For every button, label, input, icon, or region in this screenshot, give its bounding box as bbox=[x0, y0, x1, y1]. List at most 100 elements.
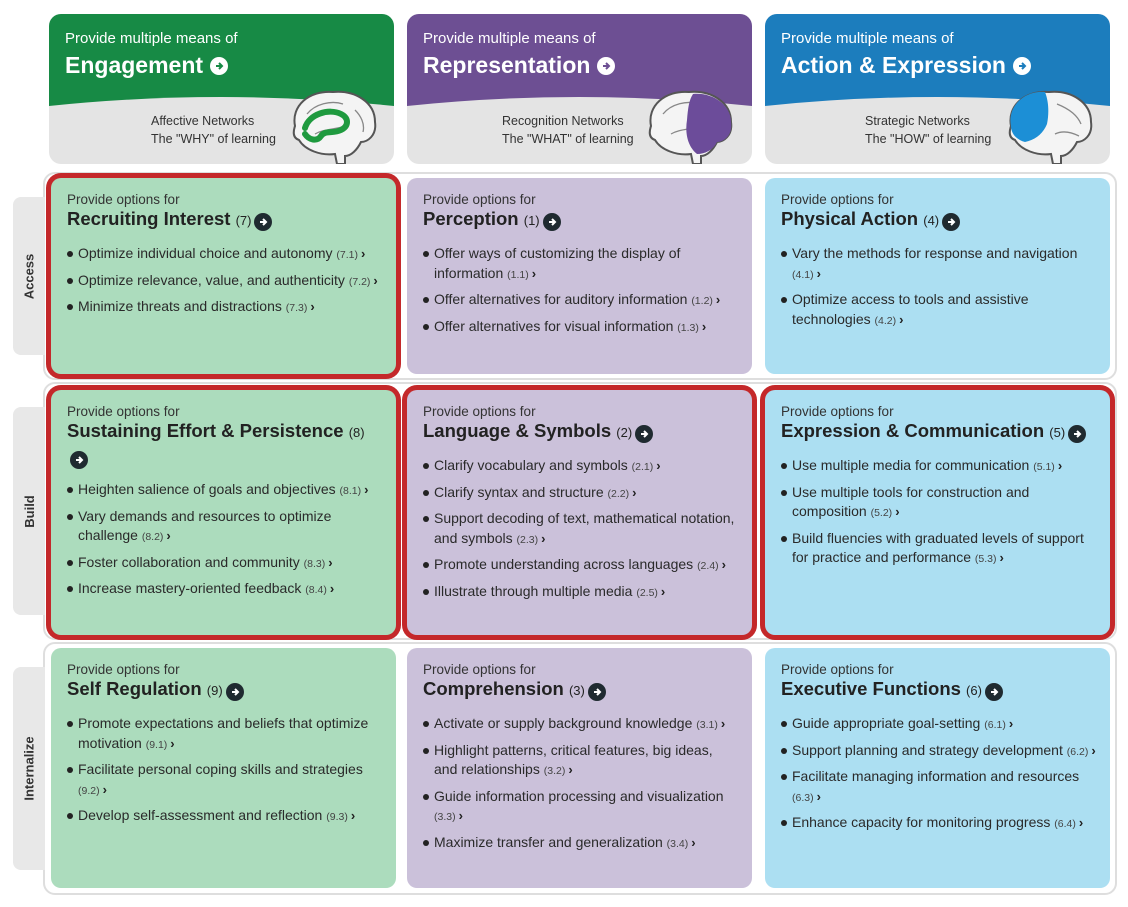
checkpoint-item[interactable]: Support planning and strategy developmen… bbox=[781, 741, 1096, 763]
checkpoint-ref: (2.3) bbox=[516, 534, 538, 546]
guideline-title-link[interactable]: Recruiting Interest (7) bbox=[67, 208, 272, 229]
checkpoint-text: Activate or supply background knowledge bbox=[434, 715, 692, 731]
checkpoint-ref: (6.2) bbox=[1067, 746, 1089, 758]
checkpoint-ref: (6.1) bbox=[984, 719, 1006, 731]
checkpoint-item[interactable]: Guide information processing and visuali… bbox=[423, 787, 738, 828]
checkpoint-item[interactable]: Foster collaboration and community (8.3)… bbox=[67, 553, 382, 575]
checkpoint-text: Maximize transfer and generalization bbox=[434, 834, 663, 850]
principle-link-engagement[interactable]: Engagement bbox=[65, 52, 228, 79]
checkpoint-text: Offer ways of customizing the display of… bbox=[434, 245, 680, 281]
checkpoint-ref: (2.5) bbox=[636, 587, 658, 599]
card-intro: Provide options for bbox=[67, 404, 382, 419]
checkpoint-item[interactable]: Clarify vocabulary and symbols (2.1)› bbox=[423, 456, 738, 478]
guideline-title-link[interactable]: Comprehension (3) bbox=[423, 678, 606, 699]
brain-frontal-icon bbox=[1001, 84, 1097, 164]
principle-title: Representation bbox=[423, 52, 590, 79]
checkpoint-item[interactable]: Vary the methods for response and naviga… bbox=[781, 244, 1096, 285]
checkpoint-item[interactable]: Build fluencies with graduated levels of… bbox=[781, 529, 1096, 570]
checkpoint-item[interactable]: Develop self-assessment and reflection (… bbox=[67, 806, 382, 828]
checkpoint-item[interactable]: Optimize relevance, value, and authentic… bbox=[67, 271, 382, 293]
principle-link-representation[interactable]: Representation bbox=[423, 52, 615, 79]
chevron-right-icon: › bbox=[716, 290, 720, 310]
checkpoint-item[interactable]: Offer alternatives for visual informatio… bbox=[423, 317, 738, 339]
checkpoint-text: Vary the methods for response and naviga… bbox=[792, 245, 1077, 261]
checkpoint-item[interactable]: Illustrate through multiple media (2.5)› bbox=[423, 582, 738, 604]
guideline-title-link[interactable]: Physical Action (4) bbox=[781, 208, 960, 229]
checkpoint-item[interactable]: Minimize threats and distractions (7.3)› bbox=[67, 297, 382, 319]
chevron-right-icon: › bbox=[541, 529, 545, 549]
checkpoint-item[interactable]: Highlight patterns, critical features, b… bbox=[423, 741, 738, 782]
arrow-right-icon bbox=[985, 683, 1003, 701]
checkpoint-item[interactable]: Vary demands and resources to optimize c… bbox=[67, 507, 382, 548]
chevron-right-icon: › bbox=[1009, 714, 1013, 734]
checkpoint-item[interactable]: Promote expectations and beliefs that op… bbox=[67, 714, 382, 755]
checkpoint-item[interactable]: Optimize access to tools and assistive t… bbox=[781, 290, 1096, 331]
card-intro: Provide options for bbox=[781, 404, 1096, 419]
checkpoint-item[interactable]: Use multiple tools for construction and … bbox=[781, 483, 1096, 524]
chevron-right-icon: › bbox=[351, 806, 355, 826]
guideline-title-link[interactable]: Language & Symbols (2) bbox=[423, 420, 653, 441]
row-label-access: Access bbox=[13, 197, 45, 355]
column-header-representation: Provide multiple means of Representation… bbox=[407, 14, 752, 164]
chevron-right-icon: › bbox=[895, 502, 899, 522]
network-why: The "HOW" of learning bbox=[865, 130, 991, 148]
checkpoint-text: Facilitate personal coping skills and st… bbox=[78, 761, 363, 777]
arrow-right-icon bbox=[210, 57, 228, 75]
checkpoint-ref: (1.3) bbox=[677, 322, 699, 334]
checkpoint-item[interactable]: Optimize individual choice and autonomy … bbox=[67, 244, 382, 266]
guideline-title: Self Regulation bbox=[67, 678, 202, 699]
header-prefix: Provide multiple means of bbox=[423, 30, 596, 47]
checkpoint-ref: (4.2) bbox=[875, 315, 897, 327]
guideline-title-link[interactable]: Executive Functions (6) bbox=[781, 678, 1003, 699]
checkpoint-ref: (3.4) bbox=[667, 838, 689, 850]
network-name: Affective Networks bbox=[151, 112, 276, 130]
checkpoint-text: Increase mastery-oriented feedback bbox=[78, 580, 301, 596]
checkpoint-item[interactable]: Guide appropriate goal-setting (6.1)› bbox=[781, 714, 1096, 736]
network-name: Strategic Networks bbox=[865, 112, 991, 130]
checkpoint-text: Clarify vocabulary and symbols bbox=[434, 457, 628, 473]
card-intro: Provide options for bbox=[423, 662, 738, 677]
checkpoint-item[interactable]: Heighten salience of goals and objective… bbox=[67, 480, 382, 502]
checkpoint-item[interactable]: Offer alternatives for auditory informat… bbox=[423, 290, 738, 312]
checkpoint-item[interactable]: Enhance capacity for monitoring progress… bbox=[781, 813, 1096, 835]
checkpoint-item[interactable]: Facilitate managing information and reso… bbox=[781, 767, 1096, 808]
checkpoint-ref: (7.3) bbox=[286, 302, 308, 314]
checkpoint-ref: (8.1) bbox=[340, 485, 362, 497]
checkpoint-item[interactable]: Increase mastery-oriented feedback (8.4)… bbox=[67, 579, 382, 601]
chevron-right-icon: › bbox=[632, 483, 636, 503]
arrow-right-icon bbox=[543, 213, 561, 231]
checkpoint-item[interactable]: Promote understanding across languages (… bbox=[423, 555, 738, 577]
checkpoint-item[interactable]: Use multiple media for communication (5.… bbox=[781, 456, 1096, 478]
guideline-number: (3) bbox=[569, 683, 585, 698]
checkpoint-ref: (8.4) bbox=[305, 584, 327, 596]
chevron-right-icon: › bbox=[310, 297, 314, 317]
chevron-right-icon: › bbox=[166, 526, 170, 546]
checkpoint-item[interactable]: Clarify syntax and structure (2.2)› bbox=[423, 483, 738, 505]
checkpoint-ref: (7.1) bbox=[336, 249, 358, 261]
checkpoint-list: Offer ways of customizing the display of… bbox=[423, 244, 738, 338]
guideline-title-link[interactable]: Self Regulation (9) bbox=[67, 678, 244, 699]
row-label-build: Build bbox=[13, 407, 45, 615]
guideline-title-link[interactable]: Expression & Communication (5) bbox=[781, 420, 1086, 441]
header-prefix: Provide multiple means of bbox=[65, 30, 238, 47]
guideline-title-link[interactable]: Perception (1) bbox=[423, 208, 561, 229]
chevron-right-icon: › bbox=[103, 780, 107, 800]
checkpoint-list: Activate or supply background knowledge … bbox=[423, 714, 738, 854]
checkpoint-item[interactable]: Maximize transfer and generalization (3.… bbox=[423, 833, 738, 855]
checkpoint-text: Heighten salience of goals and objective… bbox=[78, 481, 336, 497]
checkpoint-ref: (3.1) bbox=[696, 719, 718, 731]
checkpoint-item[interactable]: Support decoding of text, mathematical n… bbox=[423, 509, 738, 550]
checkpoint-text: Optimize relevance, value, and authentic… bbox=[78, 272, 345, 288]
principle-link-action-expression[interactable]: Action & Expression bbox=[781, 52, 1031, 79]
chevron-right-icon: › bbox=[459, 806, 463, 826]
checkpoint-text: Use multiple tools for construction and … bbox=[792, 484, 1029, 520]
guideline-number: (5) bbox=[1049, 425, 1065, 440]
checkpoint-item[interactable]: Offer ways of customizing the display of… bbox=[423, 244, 738, 285]
checkpoint-item[interactable]: Activate or supply background knowledge … bbox=[423, 714, 738, 736]
checkpoint-item[interactable]: Facilitate personal coping skills and st… bbox=[67, 760, 382, 801]
guideline-title-link[interactable]: Sustaining Effort & Persistence (8) bbox=[67, 420, 365, 467]
